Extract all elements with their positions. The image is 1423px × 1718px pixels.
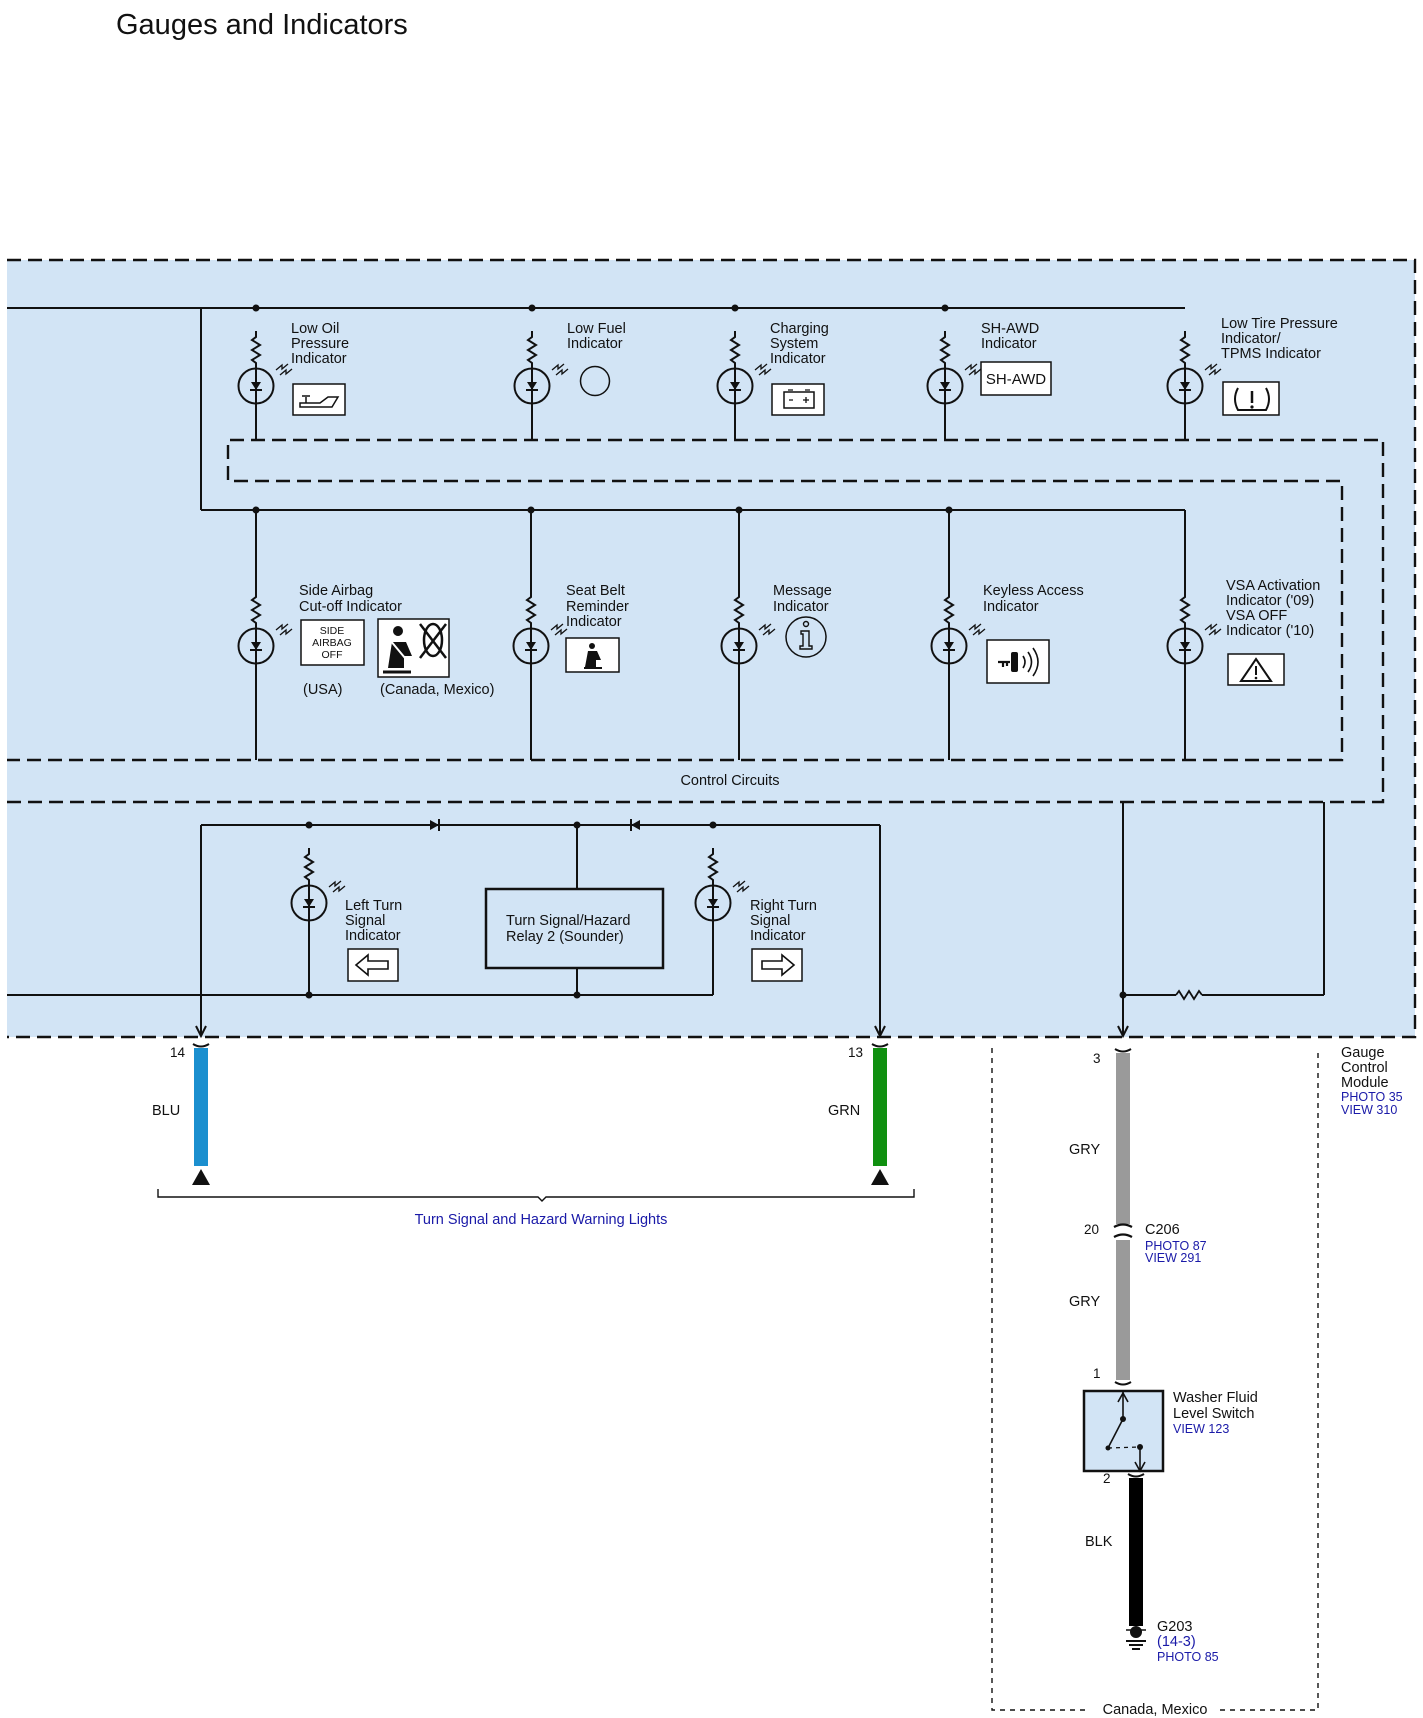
lamp-charging: [716, 304, 772, 440]
lamp-message: [720, 506, 776, 760]
svg-text:SIDE: SIDE: [320, 625, 345, 637]
g203-photo-link[interactable]: PHOTO 85: [1157, 1650, 1219, 1664]
region-label: Canada, Mexico: [1103, 1702, 1208, 1718]
svg-text:SH-AWD: SH-AWD: [986, 371, 1046, 388]
tpms-icon: [1222, 381, 1280, 416]
right-arrow-icon: [751, 948, 803, 982]
g203-label: G203: [1157, 1619, 1192, 1635]
g203-ref-link[interactable]: (14-3): [1157, 1634, 1196, 1650]
airbag-seat-icon: [377, 618, 450, 678]
turn-signal-circuit: [7, 819, 886, 1039]
turn-signal-ref-link[interactable]: Turn Signal and Hazard Warning Lights: [415, 1212, 668, 1228]
info-icon: [785, 616, 827, 658]
control-circuits-label: Control Circuits: [680, 773, 779, 789]
pin-2: 2: [1103, 1471, 1111, 1486]
control-circuits-outer: [7, 438, 1385, 804]
lamp-keyless: [930, 506, 986, 760]
key-icon: [986, 639, 1050, 684]
lamp-side-airbag: [237, 506, 293, 760]
pin-1: 1: [1093, 1366, 1101, 1381]
lamp-sh-awd: [926, 304, 982, 440]
grn-wire-label: GRN: [828, 1103, 860, 1119]
blu-wire: [192, 1043, 210, 1185]
lamp-tpms: [1166, 330, 1222, 440]
gauge-module-view-link[interactable]: VIEW 310: [1341, 1103, 1397, 1117]
oil-can-icon: [292, 383, 346, 416]
gry-wire: [1113, 1048, 1133, 1386]
low-fuel-circle-icon: [579, 365, 611, 397]
lamp-seat-belt: [512, 506, 568, 760]
washer-fluid-switch: [1082, 1389, 1165, 1473]
canada-mexico-variant-label: (Canada, Mexico): [380, 682, 494, 698]
ground-icon: [1126, 1626, 1146, 1650]
washer-internal-circuit: [1117, 802, 1325, 1039]
c206-view-link[interactable]: VIEW 291: [1145, 1251, 1201, 1265]
gauge-module-photo-link[interactable]: PHOTO 35: [1341, 1090, 1403, 1104]
usa-variant-label: (USA): [303, 682, 342, 698]
washer-view-link[interactable]: VIEW 123: [1173, 1422, 1229, 1436]
relay-box: [484, 887, 665, 970]
lamp-vsa: [1166, 510, 1222, 760]
pin-14: 14: [170, 1045, 186, 1060]
canada-mexico-region: [991, 1048, 1319, 1711]
svg-text:AIRBAG: AIRBAG: [312, 637, 352, 649]
battery-icon: [771, 383, 825, 416]
gry-wire-label-1: GRY: [1069, 1142, 1100, 1158]
turn-signal-bracket: [157, 1189, 915, 1202]
gry-wire-label-2: GRY: [1069, 1294, 1100, 1310]
lamp-low-fuel: [513, 304, 569, 440]
blu-wire-label: BLU: [152, 1103, 180, 1119]
left-arrow-icon: [347, 948, 399, 982]
lamp-low-oil: [237, 304, 293, 440]
page-title: Gauges and Indicators: [116, 9, 408, 41]
side-airbag-off-icon: SIDE AIRBAG OFF: [300, 619, 365, 666]
pin-20: 20: [1084, 1222, 1099, 1237]
pin-13: 13: [848, 1045, 863, 1060]
sh-awd-icon: SH-AWD: [980, 361, 1052, 396]
c206-label: C206: [1145, 1222, 1180, 1238]
svg-text:OFF: OFF: [322, 649, 343, 661]
c206-photo-link[interactable]: PHOTO 87: [1145, 1239, 1207, 1253]
pin-3: 3: [1093, 1051, 1101, 1066]
grn-wire: [871, 1043, 889, 1185]
blk-wire: [1126, 1473, 1146, 1631]
blk-wire-label: BLK: [1085, 1534, 1113, 1550]
warning-triangle-icon: [1227, 653, 1285, 686]
seatbelt-icon: [565, 637, 620, 673]
